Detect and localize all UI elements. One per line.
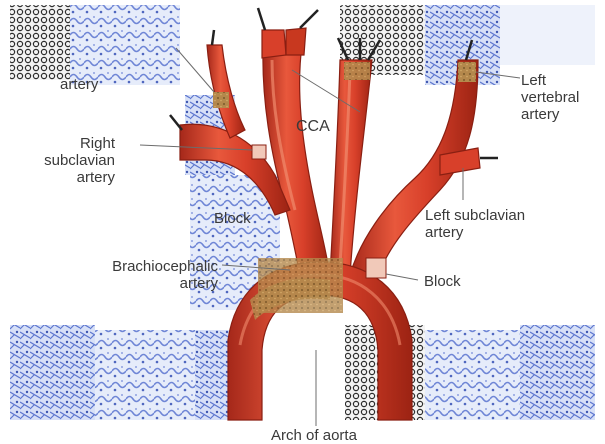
label-block-right: Block [424, 273, 461, 290]
label-left-vertebral: Left vertebral artery [521, 72, 579, 123]
label-arch-of-aorta: Arch of aorta [234, 427, 394, 444]
label-left-vertebral-text: Left vertebral artery [521, 72, 579, 123]
label-brachiocephalic: Brachiocephalic artery [56, 258, 218, 292]
label-right-subclavian-text: Right subclavian artery [8, 135, 115, 186]
label-artery-top: artery [60, 76, 98, 93]
label-block-center: Block [214, 210, 251, 227]
label-brachiocephalic-text: Brachiocephalic artery [56, 258, 218, 292]
label-left-subclavian-text: Left subclavian artery [425, 207, 525, 241]
label-cca: CCA [296, 118, 330, 135]
label-right-subclavian: Right subclavian artery [8, 135, 115, 186]
label-left-subclavian: Left subclavian artery [425, 207, 525, 241]
